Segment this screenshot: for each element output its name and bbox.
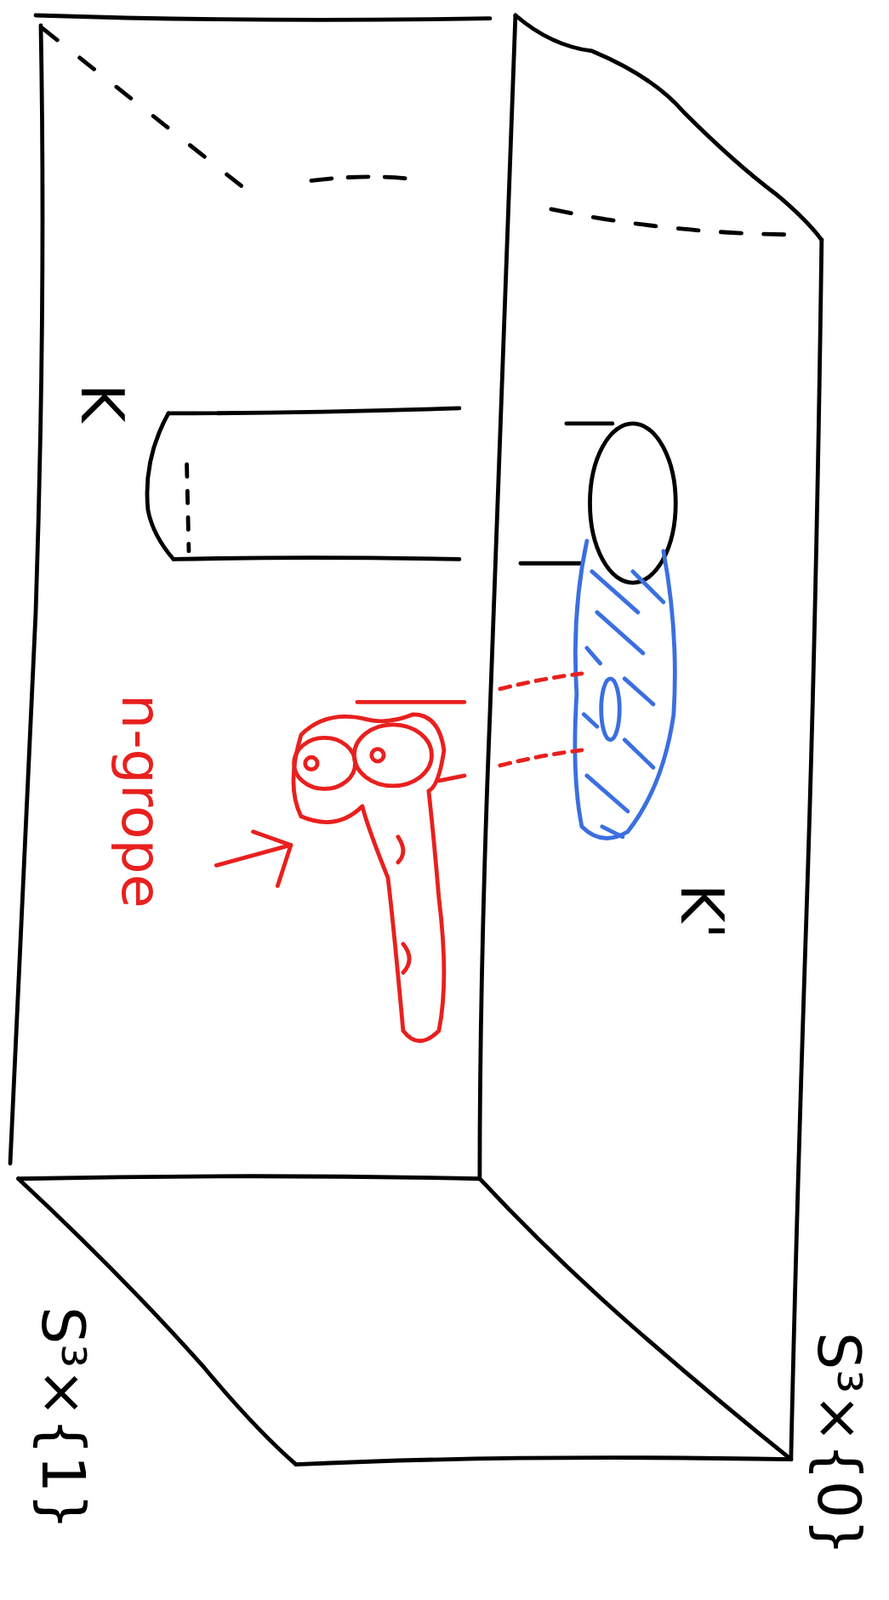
boundary-label: S³×{1} — [34, 1306, 94, 1531]
boundary-label: S³×{0} — [809, 1332, 869, 1556]
grope-label: n-grope — [113, 694, 169, 908]
knot-label: K' — [672, 883, 733, 940]
knot-label: K — [72, 383, 132, 423]
